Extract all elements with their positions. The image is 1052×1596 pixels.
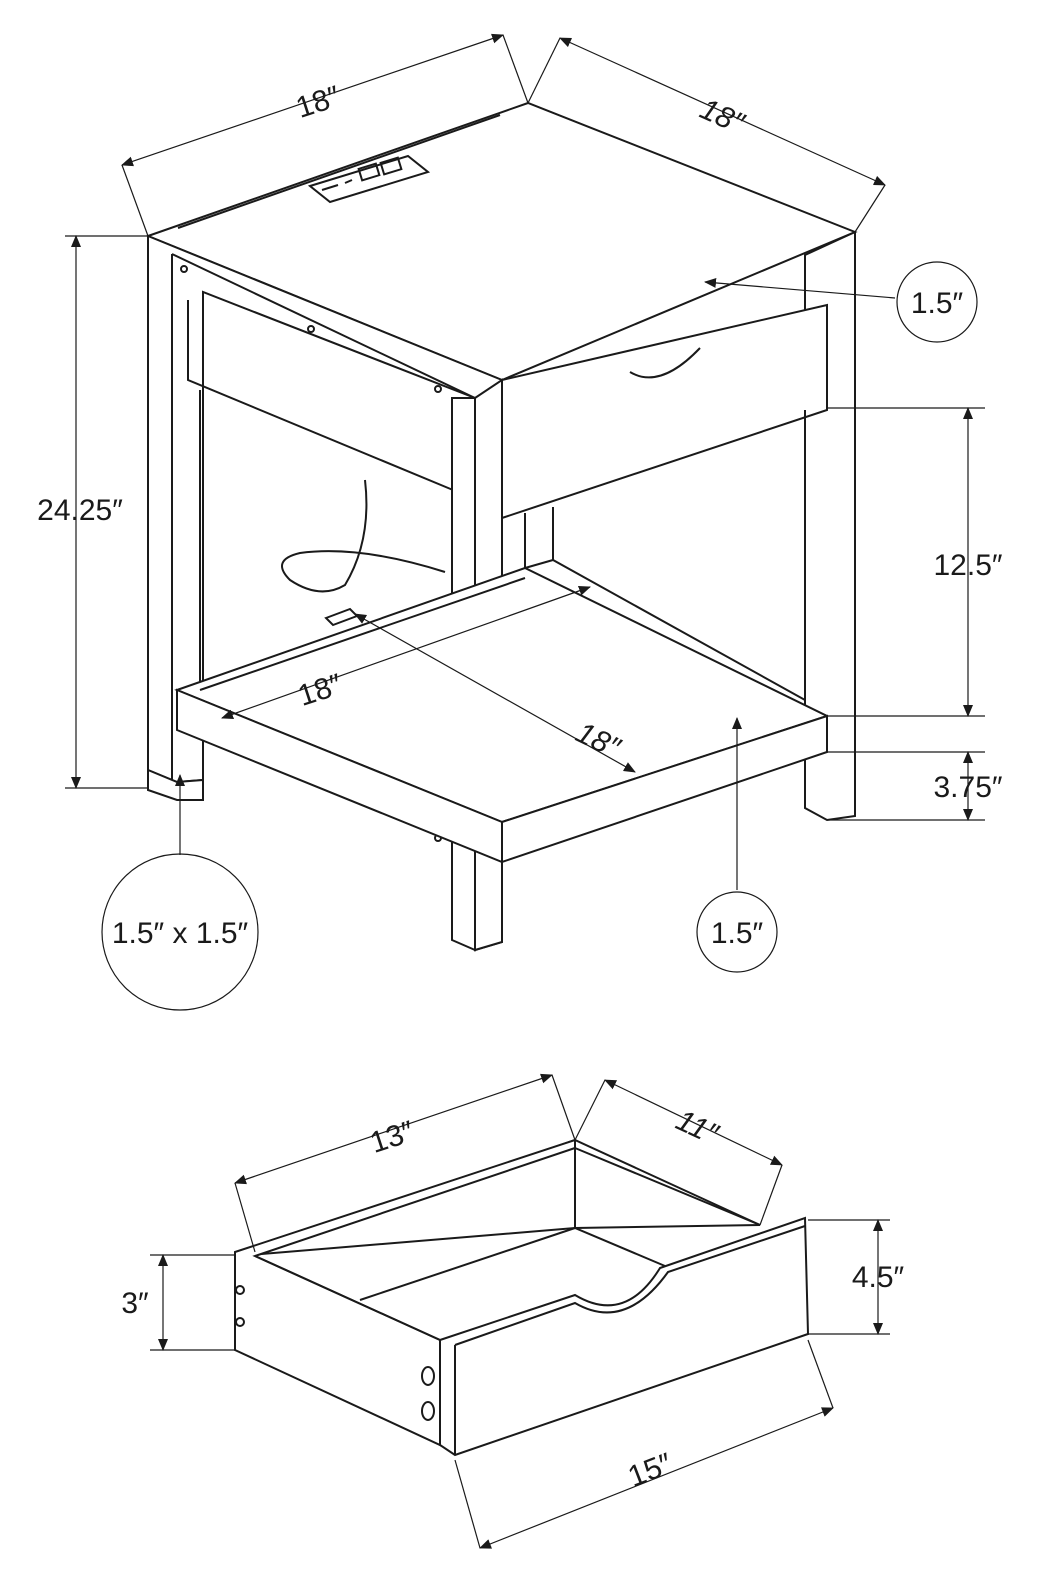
- end-table-drawing: [145, 101, 858, 952]
- front-height-label: 4.5″: [852, 1261, 905, 1294]
- front-width-dim: [479, 1407, 834, 1549]
- inner-width-dim: [234, 1073, 553, 1185]
- drawer-front: [501, 303, 828, 520]
- leg-size-label: 1.5″ x 1.5″: [112, 917, 249, 950]
- shelf-thickness-callout: [696, 891, 778, 973]
- top-thickness-leader: [704, 277, 896, 299]
- top-width-dim: [121, 33, 504, 167]
- leg-size-callout: [101, 853, 259, 1011]
- top-width-label: 18″: [292, 80, 344, 125]
- drawer-drawing: [234, 1138, 810, 1457]
- side-height-label: 3″: [121, 1287, 149, 1320]
- overall-height-label: 24.25″: [37, 494, 123, 527]
- inner-depth-label: 11″: [671, 1104, 724, 1152]
- table-dimension-lines: [65, 33, 985, 1011]
- drawer-front-panel: [439, 1216, 810, 1457]
- side-frame-edge: [171, 253, 476, 785]
- cord-grommet: [324, 607, 359, 627]
- top-depth-dim: [559, 37, 886, 186]
- back-left-leg: [524, 507, 554, 568]
- leg-clearance-label: 3.75″: [933, 771, 1002, 804]
- top-thickness-label: 1.5″: [911, 287, 964, 320]
- drawer-back-panel: [249, 1138, 761, 1256]
- drawer-bottom: [359, 1226, 666, 1301]
- power-cord: [281, 479, 446, 593]
- drawer-opening-label: 12.5″: [933, 549, 1002, 582]
- inner-depth-dim: [604, 1079, 783, 1166]
- top-depth-label: 18″: [695, 92, 750, 141]
- shelf-depth-dim: [354, 613, 636, 773]
- drawer-holes: [235, 1285, 435, 1421]
- front-width-label: 15″: [624, 1447, 677, 1494]
- drawer-pull: [629, 347, 701, 379]
- top-thickness-callout: [896, 261, 978, 343]
- drawer-dimension-lines: [150, 1073, 890, 1549]
- side-panel-inner: [187, 300, 454, 700]
- shelf-thickness-label: 1.5″: [711, 917, 764, 950]
- inner-width-label: 13″: [366, 1115, 418, 1160]
